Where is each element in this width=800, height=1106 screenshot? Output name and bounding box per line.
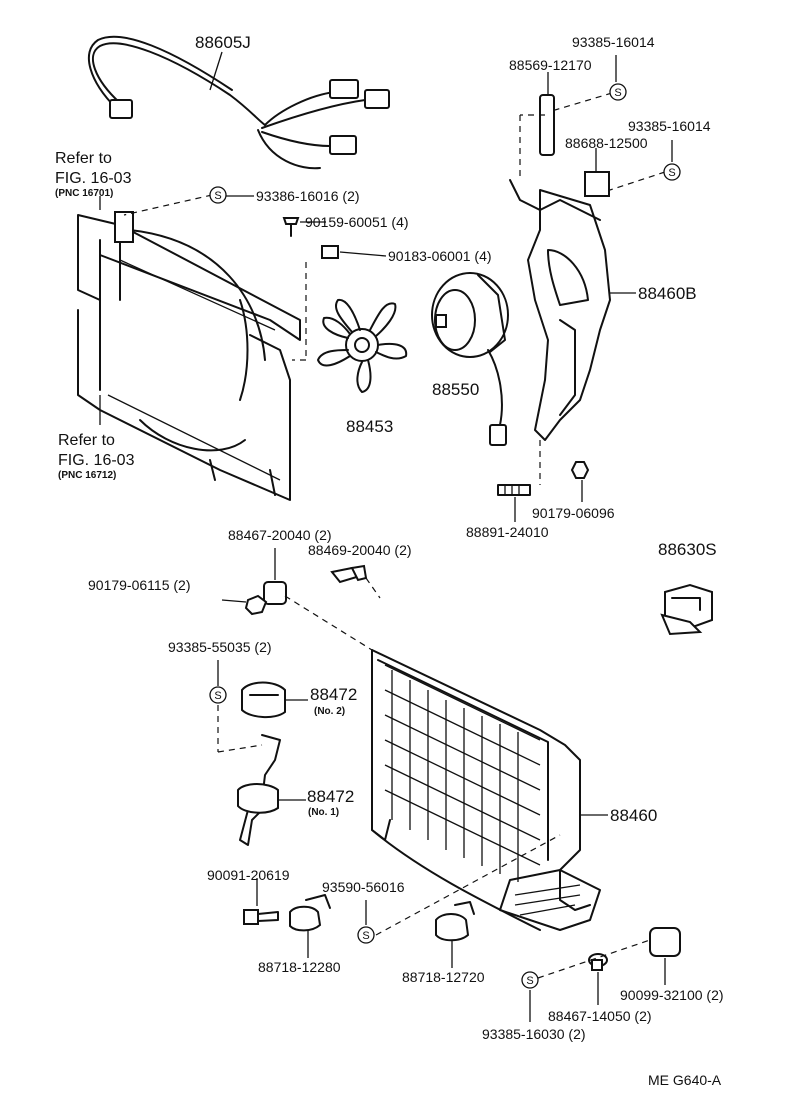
label-93385-16030: 93385-16030 (2)	[482, 1026, 586, 1042]
clamp-88718-12720	[435, 901, 475, 968]
s-symbol-4: S	[209, 686, 227, 704]
svg-text:S: S	[526, 975, 533, 987]
label-88569-12170: 88569-12170	[509, 57, 592, 73]
label-88460: 88460	[610, 806, 657, 825]
refer-bottom-line3: (PNC 16712)	[58, 470, 116, 481]
fan-blade	[317, 298, 408, 393]
leader-lines	[99, 55, 673, 1022]
label-88472-no2: 88472	[310, 685, 357, 704]
wire-harness	[88, 35, 390, 170]
label-88891-24010: 88891-24010	[466, 524, 549, 540]
label-93590-56016: 93590-56016	[322, 879, 405, 895]
refer-top-line2: FIG. 16-03	[55, 170, 132, 187]
clip-88472-no1	[237, 734, 306, 846]
refer-top-line3: (PNC 16701)	[55, 188, 113, 199]
screw-90159-60051	[282, 217, 300, 237]
s-symbol-6: S	[521, 971, 539, 989]
nut-90179-06115	[244, 594, 268, 616]
bolt-assembly	[497, 440, 590, 522]
label-88630S: 88630S	[658, 540, 717, 559]
label-88605J: 88605J	[195, 33, 251, 52]
svg-text:S: S	[362, 930, 369, 942]
diagram-code: ME G640-A	[648, 1072, 722, 1088]
svg-text:S: S	[214, 190, 221, 202]
condenser-88460	[371, 649, 608, 931]
refer-top-line1: Refer to	[55, 150, 112, 167]
label-88469-20040: 88469-20040 (2)	[308, 542, 412, 558]
label-90179-06115: 90179-06115 (2)	[88, 577, 190, 593]
fan-shroud	[77, 211, 301, 501]
bolt-88469-20040	[330, 564, 368, 584]
bushing-90099-32100	[649, 927, 681, 985]
label-88472-no1-sub: (No. 1)	[308, 807, 339, 818]
label-90159-60051: 90159-60051 (4)	[305, 214, 409, 230]
refer-bottom-line2: FIG. 16-03	[58, 452, 135, 469]
bushing-88467-20040	[263, 548, 287, 605]
label-88467-20040: 88467-20040 (2)	[228, 527, 332, 543]
clamp-88718-12280	[289, 894, 331, 958]
nut-90183-06001	[321, 245, 339, 259]
fan-motor	[431, 272, 509, 446]
label-90099-32100: 90099-32100 (2)	[620, 987, 724, 1003]
label-93385-16014-b: 93385-16014	[628, 118, 711, 134]
s-symbol-1: S	[209, 186, 227, 204]
label-93386-16016: 93386-16016 (2)	[256, 188, 360, 204]
label-93385-55035: 93385-55035 (2)	[168, 639, 272, 655]
dashed-guides	[123, 92, 666, 979]
bolt-88467-14050	[588, 953, 608, 1005]
label-88472-no1: 88472	[307, 787, 354, 806]
label-93385-16014-a: 93385-16014	[572, 34, 655, 50]
label-88718-12280: 88718-12280	[258, 959, 341, 975]
label-88472-no2-sub: (No. 2)	[314, 706, 345, 717]
bracket	[509, 94, 636, 441]
relay-88630S	[660, 583, 713, 636]
label-88460B: 88460B	[638, 284, 697, 303]
label-88688-12500: 88688-12500	[565, 135, 648, 151]
label-88550: 88550	[432, 380, 479, 399]
label-90091-20619: 90091-20619	[207, 867, 290, 883]
s-symbol-2: S	[609, 83, 627, 101]
svg-text:S: S	[668, 167, 675, 179]
label-88453: 88453	[346, 417, 393, 436]
clip-88472-no2	[241, 681, 308, 718]
refer-bottom: Refer to FIG. 16-03 (PNC 16712)	[58, 432, 135, 481]
label-90179-06096: 90179-06096	[532, 505, 615, 521]
svg-text:S: S	[614, 87, 621, 99]
label-88467-14050: 88467-14050 (2)	[548, 1008, 652, 1024]
svg-text:S: S	[214, 690, 221, 702]
s-symbol-3: S	[663, 163, 681, 181]
refer-top: Refer to FIG. 16-03 (PNC 16701)	[55, 150, 132, 199]
label-88718-12720: 88718-12720	[402, 969, 485, 985]
refer-bottom-line1: Refer to	[58, 432, 115, 449]
bolt-90091-20619	[243, 878, 279, 925]
s-symbol-5: S	[357, 926, 375, 944]
label-90183-06001: 90183-06001 (4)	[388, 248, 492, 264]
